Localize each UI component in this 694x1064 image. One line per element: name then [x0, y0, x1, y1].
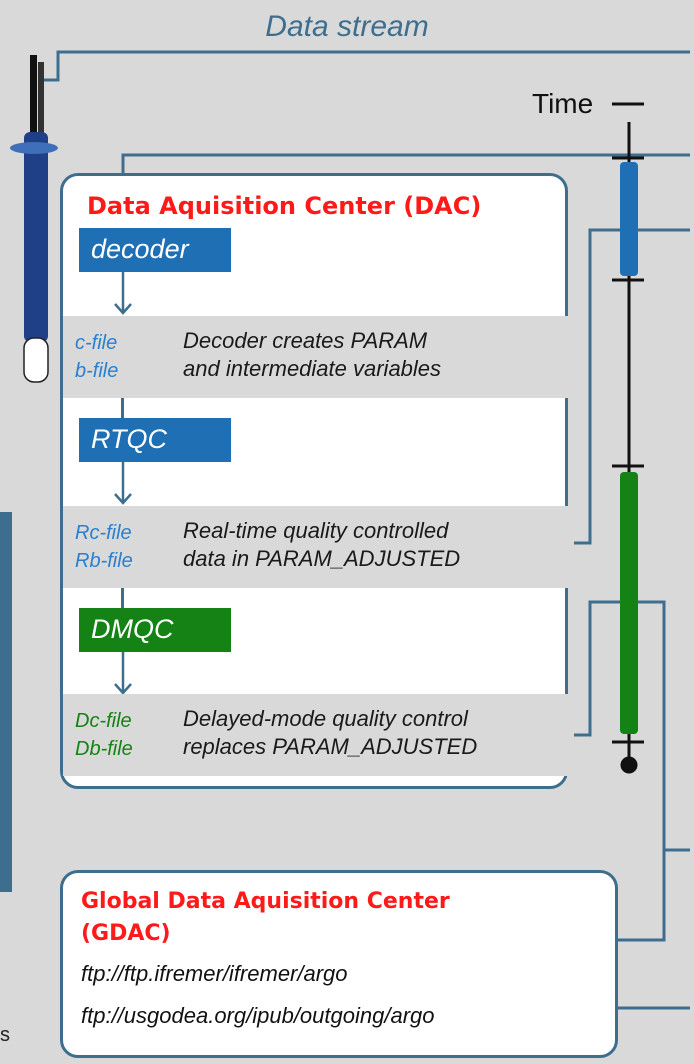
gdac-panel: Global Data Aquisition Center (GDAC) ftp… [60, 870, 618, 1058]
dac-panel: Data Aquisition Center (DAC) decoder c-f… [60, 173, 568, 789]
dmqc-desc-line1: Delayed-mode quality control [183, 706, 468, 731]
decoder-output-row: c-file b-file Decoder creates PARAM and … [63, 316, 568, 398]
rtqc-desc-line2: data in PARAM_ADJUSTED [183, 546, 461, 571]
dmqc-step: DMQC [79, 608, 231, 652]
rtqc-desc-line1: Real-time quality controlled [183, 518, 449, 543]
dmqc-desc-line2: replaces PARAM_ADJUSTED [183, 734, 478, 759]
b-file-label: b-file [75, 360, 119, 382]
rtqc-output-row: Rc-file Rb-file Real-time quality contro… [63, 506, 568, 588]
data-stream-line [38, 50, 690, 82]
decoder-desc-line1: Decoder creates PARAM [183, 328, 428, 353]
down-arrow-icon [114, 462, 132, 505]
gdac-title-line2: (GDAC) [81, 921, 171, 946]
dmqc-output-row: Dc-file Db-file Delayed-mode quality con… [63, 694, 568, 776]
decoder-step: decoder [79, 228, 231, 272]
rc-file-label: Rc-file [75, 522, 132, 544]
time-axis-label: Time [532, 88, 594, 119]
down-arrow-icon [114, 652, 132, 695]
delayed-period-bar [620, 472, 638, 734]
data-stream-label: Data stream [265, 10, 429, 43]
gdac-url-ifremer: ftp://ftp.ifremer/ifremer/argo [81, 961, 348, 986]
rb-file-label: Rb-file [75, 550, 133, 572]
gdac-title-line1: Global Data Aquisition Center [81, 889, 450, 914]
db-file-label: Db-file [75, 738, 133, 760]
gdac-to-timeline-line [618, 850, 666, 942]
dc-file-label: Dc-file [75, 710, 132, 732]
down-arrow-icon [114, 272, 132, 315]
profiling-float-icon [10, 55, 58, 383]
rtqc-to-timeline-line [574, 228, 690, 545]
gdac-url-usgodae: ftp://usgodea.org/ipub/outgoing/argo [81, 1003, 435, 1028]
rtqc-step: RTQC [79, 418, 231, 462]
c-file-label: c-file [75, 332, 118, 354]
dac-title: Data Aquisition Center (DAC) [87, 192, 482, 220]
cut-off-text: s [0, 1024, 10, 1046]
realtime-period-bar [620, 162, 638, 276]
connector-tick [121, 398, 124, 418]
decoder-desc-line2: and intermediate variables [183, 356, 442, 381]
connector-tick [121, 588, 124, 608]
left-edge-panel [0, 512, 12, 892]
